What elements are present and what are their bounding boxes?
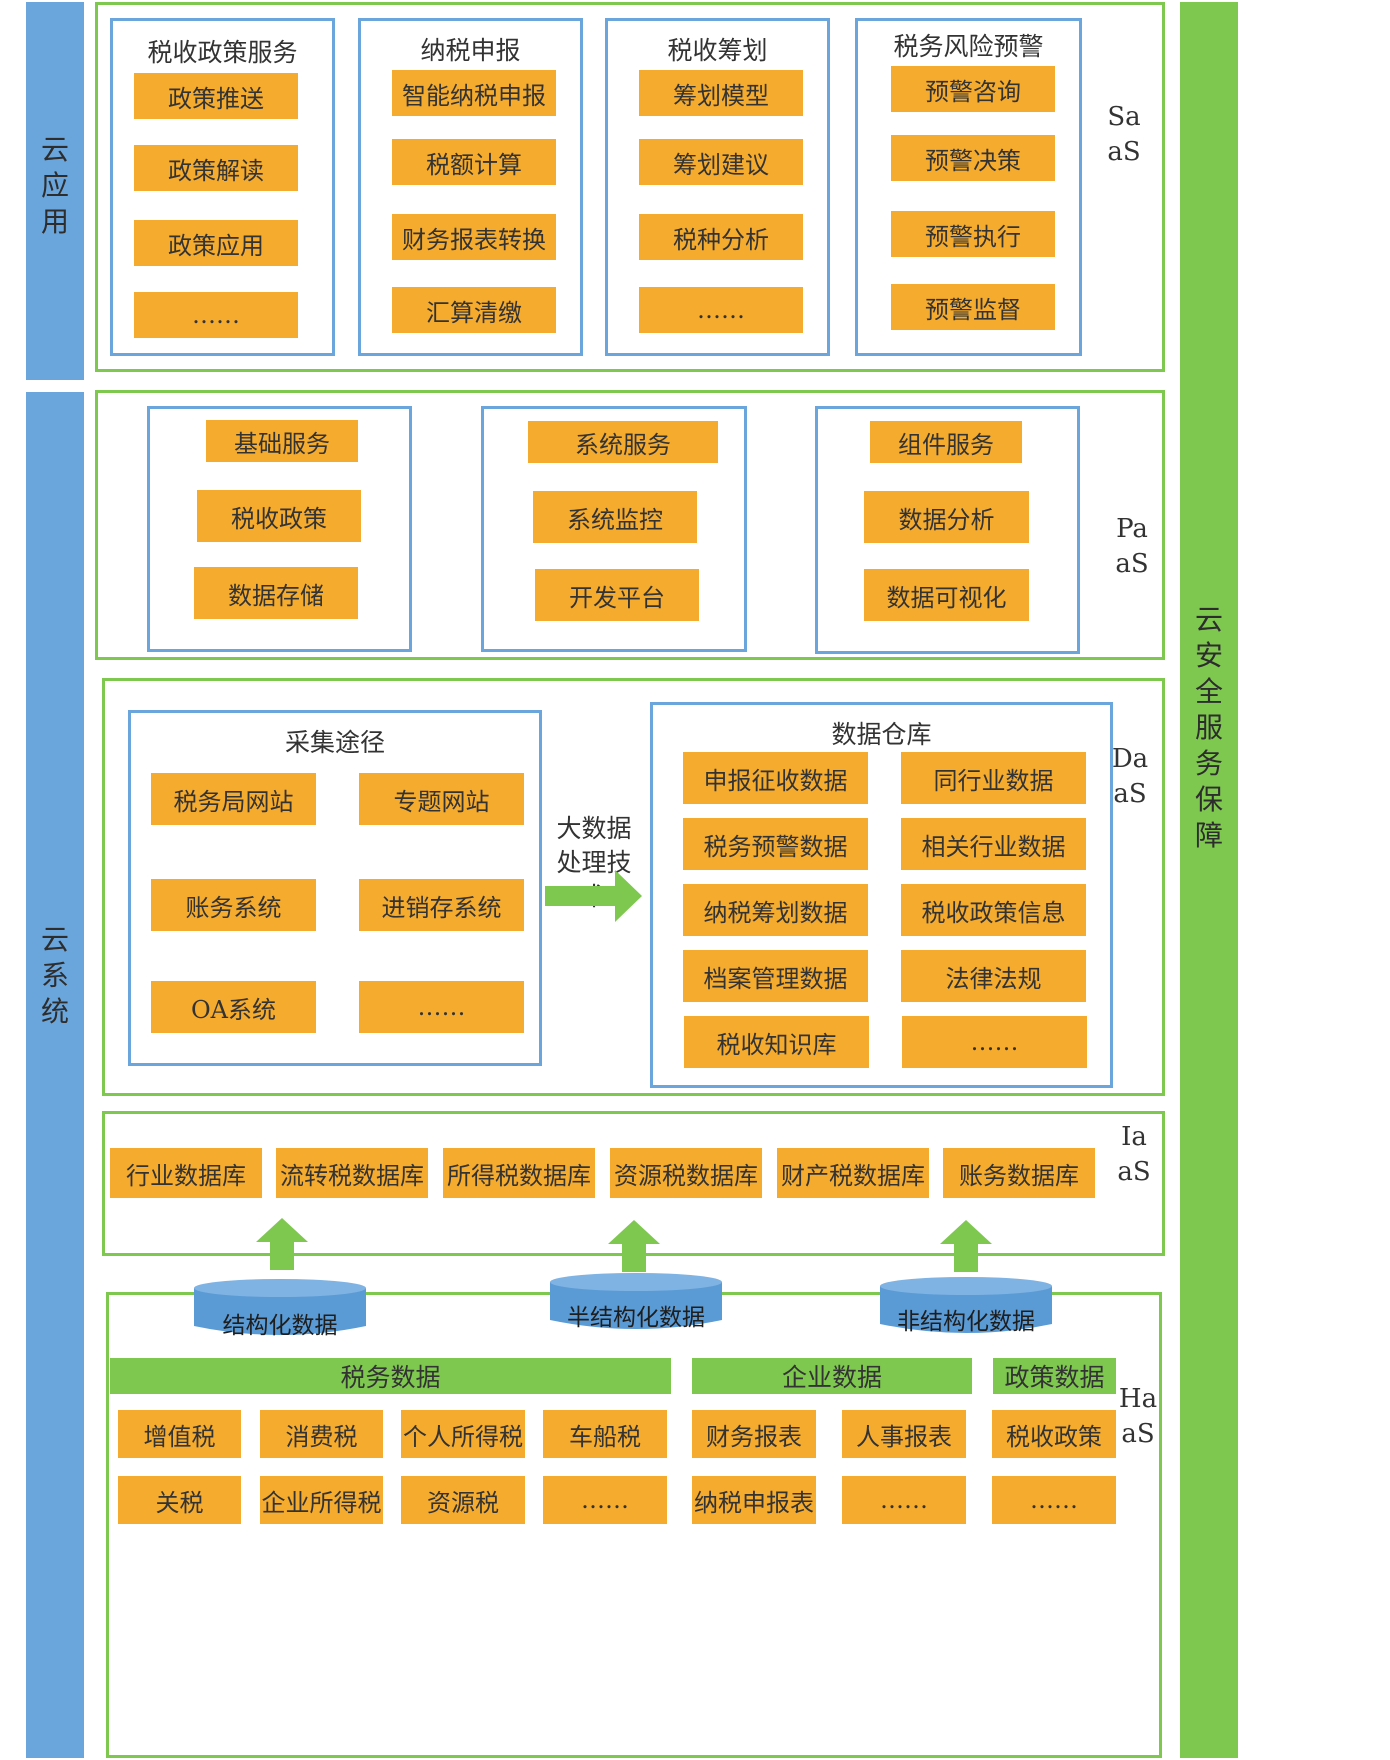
box-policy-more: …… <box>134 292 298 338</box>
box-financial-statement: 财务报表 <box>692 1410 816 1458</box>
semi-structured-data-label: 半结构化数据 <box>567 1305 705 1331</box>
box-law: 法律法规 <box>901 950 1086 1002</box>
cloud-system-label: 云系统 <box>41 923 70 1028</box>
box-smart-declare: 智能纳税申报 <box>392 70 556 116</box>
box-warn-supervise: 预警监督 <box>891 284 1055 330</box>
box-account-system: 账务系统 <box>151 879 316 931</box>
iaas-label: IaaS <box>1117 1122 1151 1187</box>
group-title: 税务风险预警 <box>893 32 1044 61</box>
box-industry-db: 行业数据库 <box>110 1148 262 1198</box>
box-plan-model: 筹划模型 <box>639 70 803 116</box>
cloud-application-bar: 云应用 <box>26 2 84 380</box>
box-peer-data: 同行业数据 <box>901 752 1086 804</box>
collect-title: 采集途径 <box>284 728 385 757</box>
haas-label: HaaS <box>1118 1384 1158 1449</box>
unstructured-data-cylinder: 非结构化数据 <box>880 1276 1052 1336</box>
daas-label: DaaS <box>1111 744 1149 809</box>
box-tax-policy: 税收政策 <box>197 490 361 542</box>
unstructured-data-label: 非结构化数据 <box>897 1309 1035 1335</box>
cloud-application-label: 云应用 <box>41 133 70 238</box>
box-turnover-tax-db: 流转税数据库 <box>276 1148 428 1198</box>
box-warn-data: 税务预警数据 <box>683 818 868 870</box>
group-title: 税收筹划 <box>667 36 768 65</box>
box-corporate-income-tax: 企业所得税 <box>260 1476 383 1524</box>
box-report-convert: 财务报表转换 <box>392 214 556 260</box>
box-customs-duty: 关税 <box>118 1476 241 1524</box>
cloud-security-bar: 云安全服务保障 <box>1180 2 1238 1758</box>
box-personal-income-tax: 个人所得税 <box>401 1410 525 1458</box>
box-resource-tax: 资源税 <box>401 1476 525 1524</box>
box-tax-type-analysis: 税种分析 <box>639 214 803 260</box>
saas-label: SaaS <box>1107 102 1141 167</box>
box-dev-platform: 开发平台 <box>535 569 699 621</box>
box-warehouse-more: …… <box>902 1016 1087 1068</box>
up-arrow-icon <box>256 1218 308 1270</box>
box-resource-tax-db: 资源税数据库 <box>610 1148 762 1198</box>
box-data-visual: 数据可视化 <box>864 569 1029 621</box>
process-arrow-icon <box>545 870 642 922</box>
structured-data-label: 结构化数据 <box>222 1313 338 1339</box>
up-arrow-icon <box>940 1220 992 1272</box>
box-tax-return: 纳税申报表 <box>692 1476 816 1524</box>
box-consumption-tax: 消费税 <box>260 1410 383 1458</box>
tax-data-category: 税务数据 <box>110 1358 671 1394</box>
box-property-tax-db: 财产税数据库 <box>777 1148 929 1198</box>
cloud-security-label: 云安全服务保障 <box>1195 603 1224 852</box>
box-component-service: 组件服务 <box>870 421 1022 463</box>
structured-data-cylinder: 结构化数据 <box>194 1278 366 1339</box>
box-tax-policy-data: 税收政策 <box>992 1410 1116 1458</box>
box-policy-interpret: 政策解读 <box>134 145 298 191</box>
box-tax-more: …… <box>543 1476 667 1524</box>
box-plan-more: …… <box>639 287 803 333</box>
paas-label: PaaS <box>1115 514 1149 579</box>
box-enterprise-more: …… <box>842 1476 966 1524</box>
database-icon <box>550 1273 722 1329</box>
box-system-service: 系统服务 <box>528 421 718 463</box>
box-income-tax-db: 所得税数据库 <box>443 1148 595 1198</box>
box-related-industry-data: 相关行业数据 <box>901 818 1086 870</box>
box-vehicle-tax: 车船税 <box>543 1410 667 1458</box>
box-declare-data: 申报征收数据 <box>683 752 868 804</box>
database-icon <box>194 1279 366 1335</box>
warehouse-title: 数据仓库 <box>831 720 932 749</box>
database-icon <box>880 1277 1052 1333</box>
box-topic-site: 专题网站 <box>359 773 524 825</box>
box-warn-decision: 预警决策 <box>891 135 1055 181</box>
up-arrow-icon <box>608 1220 660 1272</box>
group-title: 税收政策服务 <box>147 38 298 67</box>
box-archive-data: 档案管理数据 <box>683 950 868 1002</box>
group-title: 纳税申报 <box>420 36 521 65</box>
box-warn-consult: 预警咨询 <box>891 66 1055 112</box>
box-collect-more: …… <box>359 981 524 1033</box>
box-vat: 增值税 <box>118 1410 241 1458</box>
box-policy-more: …… <box>992 1476 1116 1524</box>
box-account-db: 账务数据库 <box>943 1148 1095 1198</box>
box-system-monitor: 系统监控 <box>533 491 697 543</box>
policy-data-category: 政策数据 <box>993 1358 1116 1394</box>
box-tax-calc: 税额计算 <box>392 139 556 185</box>
enterprise-data-category: 企业数据 <box>692 1358 972 1394</box>
box-data-storage: 数据存储 <box>194 567 358 619</box>
box-data-analysis: 数据分析 <box>864 491 1029 543</box>
box-inventory-system: 进销存系统 <box>359 879 524 931</box>
box-knowledge-base: 税收知识库 <box>684 1016 869 1068</box>
box-policy-apply: 政策应用 <box>134 220 298 266</box>
box-hr-report: 人事报表 <box>842 1410 966 1458</box>
box-plan-advice: 筹划建议 <box>639 139 803 185</box>
box-settlement: 汇算清缴 <box>392 287 556 333</box>
semi-structured-data-cylinder: 半结构化数据 <box>550 1272 722 1332</box>
box-tax-bureau-site: 税务局网站 <box>151 773 316 825</box>
box-oa-system: OA系统 <box>151 981 316 1033</box>
box-plan-data: 纳税筹划数据 <box>683 884 868 936</box>
box-basic-service: 基础服务 <box>206 420 358 462</box>
box-policy-info: 税收政策信息 <box>901 884 1086 936</box>
box-policy-push: 政策推送 <box>134 73 298 119</box>
cloud-system-bar: 云系统 <box>26 392 84 1758</box>
box-warn-execute: 预警执行 <box>891 211 1055 257</box>
